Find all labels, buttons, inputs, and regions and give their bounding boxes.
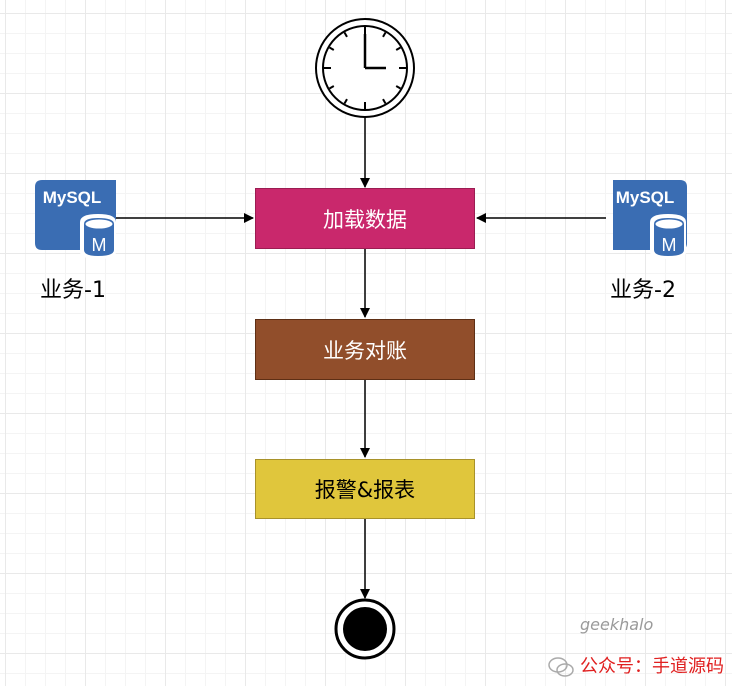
watermark-text: 公众号：手道源码 xyxy=(580,656,724,677)
clock-icon xyxy=(315,18,415,118)
svg-text:M: M xyxy=(92,235,107,255)
clock-tick xyxy=(395,46,402,51)
watermark: geekhalo 公众号：手道源码 xyxy=(548,615,724,678)
svg-text:M: M xyxy=(662,235,677,255)
mysql-logo-text: MySQL xyxy=(43,188,102,207)
load-data-node: 加载数据 xyxy=(255,188,475,249)
svg-text:MySQL: MySQL xyxy=(616,188,675,207)
clock-tick xyxy=(395,85,402,90)
clock-tick xyxy=(343,31,348,38)
db-label-business-1: 业务-1 xyxy=(40,278,106,303)
mysql-db-icon-right: MySQL M xyxy=(613,180,687,259)
wechat-icon xyxy=(548,657,574,677)
clock-tick xyxy=(328,46,335,51)
clock-tick xyxy=(343,98,348,105)
end-state-icon xyxy=(334,598,396,660)
clock-tick xyxy=(328,85,335,90)
db-label-business-2: 业务-2 xyxy=(610,278,676,303)
mysql-db-icon-left: MySQL M xyxy=(35,180,116,259)
business-reconcile-node: 业务对账 xyxy=(255,319,475,380)
clock-tick xyxy=(382,31,387,38)
clock-tick xyxy=(382,98,387,105)
watermark-account-id: geekhalo xyxy=(580,615,654,634)
alert-and-report-node: 报警&报表 xyxy=(255,459,475,519)
